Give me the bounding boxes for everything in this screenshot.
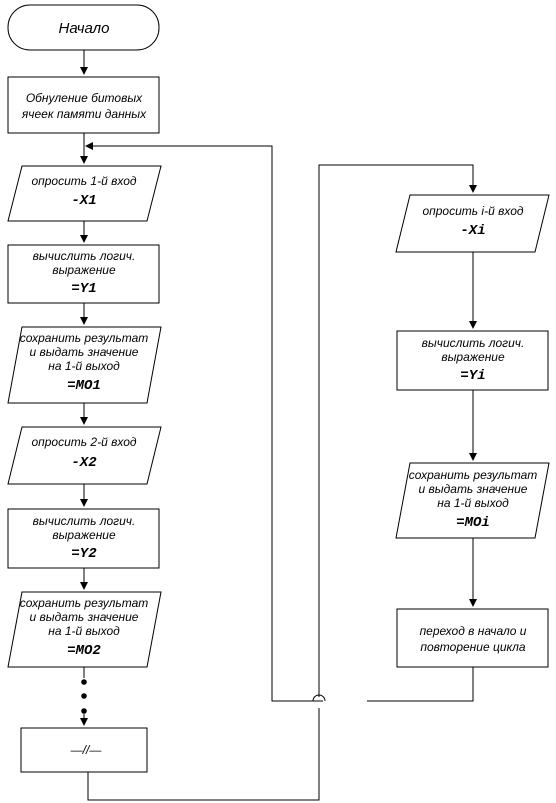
continuation-dot bbox=[81, 693, 87, 699]
ellipsis-box bbox=[20, 727, 148, 773]
input2-io: опросить 2-й вход -X2 bbox=[7, 426, 162, 485]
save2-parallelogram bbox=[7, 591, 162, 668]
calc-i-process: вычислить логич. выражение =Yi bbox=[396, 330, 549, 391]
init-box bbox=[7, 76, 160, 134]
input1-io: опросить 1-й вход -X1 bbox=[7, 165, 162, 222]
save-i-line2: и выдать значение bbox=[419, 482, 528, 496]
save2-line2: и выдать значение bbox=[30, 610, 139, 624]
calc1-box bbox=[7, 244, 160, 304]
start-terminator: Начало bbox=[7, 4, 160, 51]
save2-io: сохранить результат и выдать значение на… bbox=[7, 591, 162, 668]
connectors-loop bbox=[85, 142, 477, 801]
start-shape bbox=[7, 4, 160, 51]
input2-var: -X2 bbox=[71, 455, 97, 471]
input-i-line1: опросить i-й вход bbox=[422, 204, 523, 218]
calc2-var: =Y2 bbox=[71, 546, 97, 562]
continuation-dot bbox=[81, 708, 87, 714]
save1-io: сохранить результат и выдать значение на… bbox=[7, 326, 162, 404]
ellipsis-process: —//— bbox=[20, 727, 148, 773]
init-line2: ячеек памяти данных bbox=[21, 107, 147, 121]
continuation-dot bbox=[81, 679, 87, 685]
loop-box bbox=[396, 608, 549, 668]
save1-line2: и выдать значение bbox=[30, 345, 139, 359]
input2-parallelogram bbox=[7, 426, 162, 485]
save1-parallelogram bbox=[7, 326, 162, 404]
save1-var: =MO1 bbox=[67, 378, 101, 394]
calc-i-box bbox=[396, 330, 549, 391]
calc-i-line2: выражение bbox=[441, 350, 505, 364]
save-i-io: сохранить результат и выдать значение на… bbox=[395, 462, 550, 539]
loop-process: переход в начало и повторение цикла bbox=[396, 608, 549, 668]
save2-line1: сохранить результат bbox=[20, 596, 149, 610]
loop-line2: повторение цикла bbox=[420, 640, 526, 654]
init-line1: Обнуление битовых bbox=[26, 91, 143, 105]
save-i-parallelogram bbox=[395, 462, 550, 539]
input1-line1: опросить 1-й вход bbox=[31, 174, 136, 188]
input-i-var: -Xi bbox=[460, 223, 485, 239]
ellipsis-to-right-line bbox=[87, 708, 320, 801]
init-process: Обнуление битовых ячеек памяти данных bbox=[7, 76, 160, 134]
calc2-box bbox=[7, 508, 160, 569]
input2-line1: опросить 2-й вход bbox=[31, 435, 136, 449]
loop-line-bottom bbox=[367, 667, 474, 702]
calc2-line1: вычислить логич. bbox=[33, 514, 136, 528]
loop-back-arrow bbox=[85, 142, 323, 702]
arrow-to-input-i bbox=[318, 164, 477, 697]
save-i-line1: сохранить результат bbox=[409, 468, 538, 482]
calc-i-var: =Yi bbox=[460, 368, 485, 384]
save-i-line3: на 1-й выход bbox=[437, 496, 509, 510]
connectors-left bbox=[80, 50, 88, 726]
start-label: Начало bbox=[59, 20, 110, 37]
calc1-var: =Y1 bbox=[71, 281, 96, 297]
loop-line1: переход в начало и bbox=[420, 624, 527, 638]
calc2-line2: выражение bbox=[52, 528, 116, 542]
save-i-var: =MOi bbox=[456, 515, 490, 531]
save2-line3: на 1-й выход bbox=[48, 624, 120, 638]
input1-var: -X1 bbox=[71, 193, 96, 209]
input-i-parallelogram bbox=[395, 194, 550, 253]
calc-i-line1: вычислить логич. bbox=[422, 336, 525, 350]
calc1-process: вычислить логич. выражение =Y1 bbox=[7, 244, 160, 304]
save2-var: =MO2 bbox=[67, 643, 101, 659]
input1-parallelogram bbox=[7, 165, 162, 222]
calc2-process: вычислить логич. выражение =Y2 bbox=[7, 508, 160, 569]
save1-line3: на 1-й выход bbox=[48, 359, 120, 373]
save1-line1: сохранить результат bbox=[20, 331, 149, 345]
calc1-line2: выражение bbox=[52, 263, 116, 277]
ellipsis-label: —//— bbox=[70, 743, 103, 757]
calc1-line1: вычислить логич. bbox=[33, 249, 136, 263]
input-i-io: опросить i-й вход -Xi bbox=[395, 194, 550, 253]
